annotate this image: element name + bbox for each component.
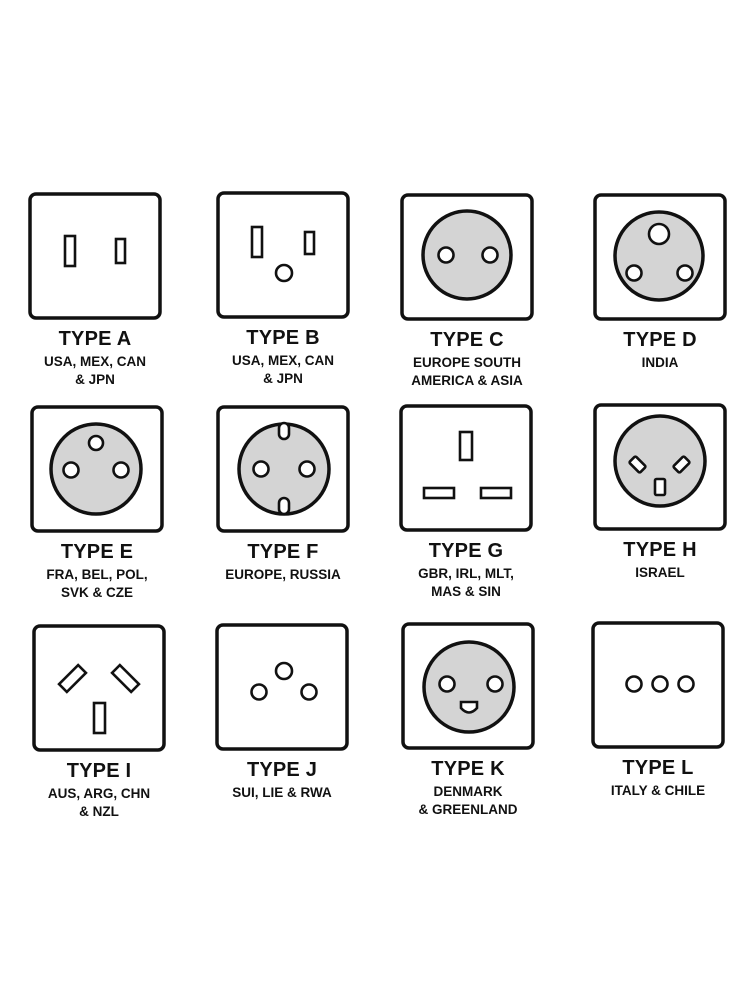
type-i-title: TYPE I (66, 760, 132, 782)
type-h-title: TYPE H (623, 539, 697, 561)
type-d-title: TYPE D (623, 329, 697, 351)
type-e-title: TYPE E (60, 541, 134, 563)
socket-type-d: TYPE D INDIA (590, 193, 730, 372)
type-b-title: TYPE B (246, 327, 320, 349)
type-b-socket-icon (216, 191, 350, 319)
type-j-title: TYPE J (246, 759, 318, 781)
type-k-countries: DENMARK& GREENLAND (418, 784, 518, 817)
type-f-countries: EUROPE, RUSSIA (225, 567, 341, 582)
type-d-socket-icon (593, 193, 727, 321)
type-k-socket-icon (401, 622, 535, 750)
socket-type-k: TYPE K DENMARK& GREENLAND (398, 622, 538, 819)
type-e-countries: FRA, BEL, POL,SVK & CZE (46, 567, 148, 600)
socket-type-i: TYPE I AUS, ARG, CHN& NZL (29, 624, 169, 821)
type-e-socket-icon (30, 405, 164, 533)
type-j-countries: SUI, LIE & RWA (232, 785, 332, 800)
type-a-countries: USA, MEX, CAN& JPN (43, 354, 146, 387)
socket-type-g: TYPE G GBR, IRL, MLT,MAS & SIN (396, 404, 536, 601)
socket-type-f: TYPE F EUROPE, RUSSIA (213, 405, 353, 584)
type-l-title: TYPE L (622, 757, 694, 779)
socket-type-b: TYPE B USA, MEX, CAN& JPN (213, 191, 353, 388)
type-h-countries: ISRAEL (635, 565, 685, 580)
socket-type-a: TYPE A USA, MEX, CAN& JPN (25, 192, 165, 389)
type-g-title: TYPE G (428, 540, 504, 562)
socket-type-l: TYPE L ITALY & CHILE (588, 621, 728, 800)
socket-type-h: TYPE H ISRAEL (590, 403, 730, 582)
type-a-socket-icon (28, 192, 162, 320)
type-g-countries: GBR, IRL, MLT,MAS & SIN (418, 566, 514, 599)
type-i-socket-icon (32, 624, 166, 752)
type-i-countries: AUS, ARG, CHN& NZL (47, 786, 151, 819)
socket-type-j: TYPE J SUI, LIE & RWA (212, 623, 352, 802)
type-l-countries: ITALY & CHILE (610, 783, 706, 798)
type-k-title: TYPE K (431, 758, 505, 780)
type-d-countries: INDIA (641, 355, 679, 370)
type-c-title: TYPE C (430, 329, 504, 351)
type-c-socket-icon (400, 193, 534, 321)
socket-type-e: TYPE E FRA, BEL, POL,SVK & CZE (27, 405, 167, 602)
type-b-countries: USA, MEX, CAN& JPN (231, 353, 334, 386)
type-a-title: TYPE A (58, 328, 132, 350)
type-h-socket-icon (593, 403, 727, 531)
type-g-socket-icon (399, 404, 533, 532)
type-f-title: TYPE F (247, 541, 319, 563)
type-j-socket-icon (215, 623, 349, 751)
type-f-socket-icon (216, 405, 350, 533)
type-l-socket-icon (591, 621, 725, 749)
